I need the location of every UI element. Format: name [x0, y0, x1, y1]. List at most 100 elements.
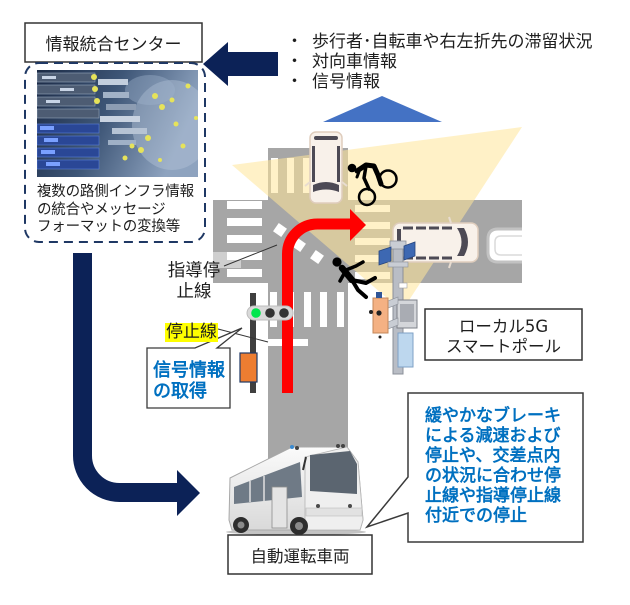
crosswalk-stripe [320, 292, 327, 327]
antenna-panel [403, 241, 416, 261]
crosswalk-stripe [227, 269, 262, 277]
guide-dash [310, 250, 324, 264]
crosswalk-stripe [304, 292, 311, 327]
server-rack-unit [37, 96, 96, 107]
caption-line: 複数の路側インフラ情報 [37, 184, 194, 200]
signal-info-callout [146, 327, 243, 409]
shared-info-item: ・ 信号情報 [286, 72, 593, 92]
action-line: 緩やかなブレーキ [425, 406, 561, 426]
pedestrian-leg [350, 276, 377, 285]
pole-bracket [387, 261, 409, 268]
crosswalk-stripe [227, 235, 262, 243]
delivery-arrow-head [177, 470, 200, 516]
guide-dash [273, 223, 287, 237]
signal-lamp-green [251, 308, 261, 318]
status-light [138, 147, 144, 153]
car-inner-outline [494, 235, 522, 256]
shared-info-list: ・ 歩行者･自転車や右左折先の滞留状況 ・ 対向車情報 ・ 信号情報 [286, 32, 593, 92]
crosswalk-stripe [337, 292, 344, 327]
vehicle-action-text: 緩やかなブレーキ による減速および 停止や、交差点内 の状況に合わせ停 止線や指… [425, 406, 561, 526]
bus-wheel-hub [295, 522, 303, 530]
bullet-icon: ・ [286, 52, 303, 72]
caption-line: の統合やメッセージ [37, 201, 166, 218]
bus-headlight [316, 504, 320, 508]
status-light [185, 83, 191, 89]
guide-stop-line-marking [273, 223, 324, 264]
camera-lens [369, 310, 373, 314]
smart-pole-icon [369, 240, 418, 375]
car-mirror [341, 181, 348, 187]
pedestrian-head [332, 257, 342, 267]
label-line: スマートポール [445, 337, 561, 356]
vehicle-label-box [227, 534, 373, 575]
sensor-coverage-area [232, 127, 522, 311]
signal-info-label: 信号情報 の取得 [153, 360, 225, 402]
server-led-strip [41, 150, 55, 154]
cyclist-leg [362, 164, 371, 191]
bullet-icon: ・ [286, 72, 303, 92]
status-light [145, 135, 151, 141]
crosswalk-stripe [227, 218, 262, 226]
waiting-car-icon [486, 227, 522, 264]
crosswalk-stripe [227, 252, 262, 260]
route-arrow-head [350, 209, 366, 241]
antenna-panel [378, 246, 392, 266]
server-connector [112, 128, 147, 134]
server-drive [46, 100, 60, 103]
server-connector [98, 79, 128, 85]
info-center-dashed-frame [24, 62, 206, 243]
bicycle-wheel [357, 187, 377, 207]
pedestrian-arm [338, 270, 347, 283]
roof-sensor [341, 444, 345, 448]
status-light [180, 143, 186, 149]
pedestrian-icon [332, 257, 377, 299]
shared-info-item: ・ 歩行者･自転車や右左折先の滞留状況 [286, 32, 593, 52]
status-light [122, 155, 128, 161]
status-light [169, 97, 175, 103]
autonomous-bus-image [226, 444, 366, 535]
status-light [158, 158, 162, 162]
bus-windshield [310, 451, 357, 494]
signal-pole [250, 293, 256, 393]
server-rack-unit [37, 147, 100, 158]
car-mirror [304, 181, 311, 187]
server-led-strip [46, 162, 60, 166]
shared-info-text: 歩行者･自転車や右左折先の滞留状況 [312, 32, 593, 52]
server-connector [106, 104, 136, 110]
vehicle-label: 自動運転車両 [250, 546, 350, 566]
cyclist-arm [355, 167, 362, 179]
status-light [173, 121, 179, 127]
shared-info-text: 信号情報 [312, 72, 380, 92]
route-arrow-shaft [282, 218, 351, 393]
uplink-triangle-icon [323, 96, 442, 122]
status-light [94, 98, 100, 104]
camera-lens [378, 335, 382, 339]
pedestrian-torso [338, 264, 356, 284]
server-status-lights [91, 74, 198, 162]
guide-stop-line-leader [223, 244, 278, 267]
equipment-cabinet [397, 332, 414, 368]
car-rear-window [314, 136, 338, 140]
info-center-title-box [24, 22, 203, 63]
server-connector [103, 92, 129, 98]
car-windshield [313, 182, 339, 192]
roof-sensor [290, 445, 294, 449]
action-line: による減速および [425, 426, 561, 446]
right-turn-route-arrow [282, 209, 366, 393]
car-outline [486, 227, 522, 264]
signal-lamp-red [279, 308, 289, 318]
signal-lamp-yellow [265, 308, 275, 318]
delivery-arrow-shaft [73, 253, 178, 502]
bus-mirror [302, 456, 307, 471]
server-drive [60, 88, 74, 91]
action-line: 付近での停止 [425, 506, 527, 526]
pole-sign [398, 282, 408, 289]
info-center-title: 情報統合センター [45, 35, 182, 55]
action-line: の状況に合わせ停 [425, 466, 561, 486]
bus-headlight [348, 504, 352, 508]
server-rack-unit [37, 135, 100, 146]
info-center-caption: 複数の路側インフラ情報 の統合やメッセージ フォーマットの変換等 [37, 184, 194, 237]
status-light [91, 74, 97, 80]
